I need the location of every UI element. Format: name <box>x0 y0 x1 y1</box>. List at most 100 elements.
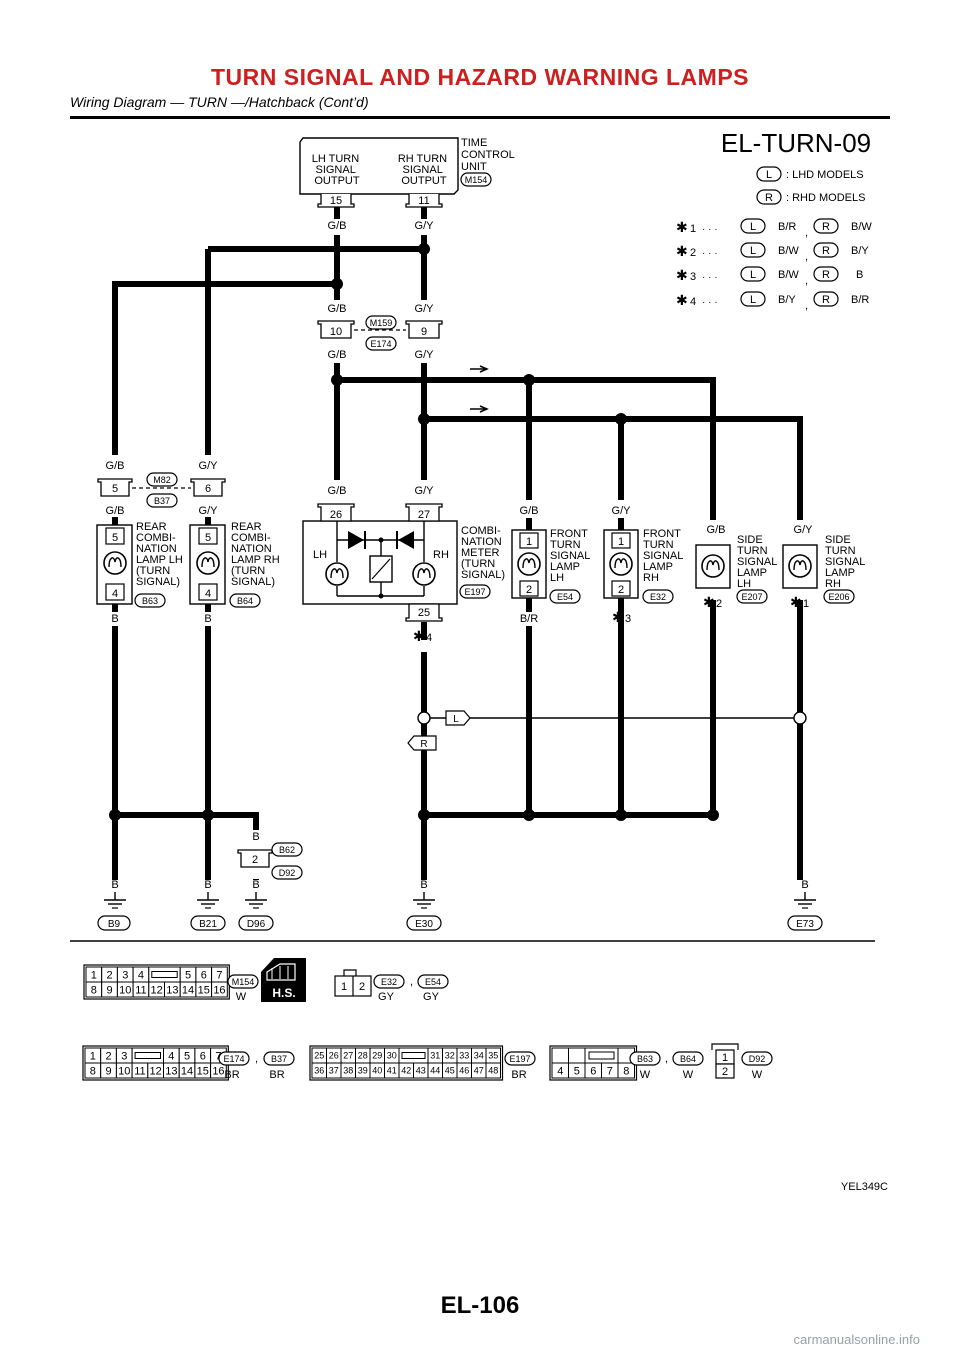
wire-label: B <box>420 879 427 891</box>
ground-label: E30 <box>415 919 433 930</box>
pin-label: 10 <box>330 326 342 338</box>
connector-color: BR <box>511 1069 526 1081</box>
arrow-right-icon <box>470 365 489 373</box>
diode-icon <box>398 531 414 549</box>
pin-label: 26 <box>329 1051 339 1061</box>
ground-label: B21 <box>199 919 217 930</box>
tag-lhd: L <box>453 714 459 725</box>
pin-label: 4 <box>168 1050 174 1062</box>
pin-label: 40 <box>372 1066 382 1076</box>
note-4: ✱ 4 · · · L B/Y , R B/R <box>676 291 869 312</box>
wire-label: G/B <box>106 460 125 472</box>
component-label: SIDE TURN SIGNAL LAMP RH <box>825 534 868 590</box>
star-icon: ✱ <box>676 292 688 308</box>
pin-label: 9 <box>421 326 427 338</box>
pin-label: 13 <box>165 1065 177 1077</box>
connector-color: W <box>640 1069 651 1081</box>
ground-label: B9 <box>108 919 121 930</box>
ground-b9: B9 <box>97 892 131 931</box>
diode-icon <box>348 531 364 549</box>
pin-label: 1 <box>618 536 624 548</box>
pin-label: 43 <box>416 1066 426 1076</box>
wire-label: G/Y <box>199 505 219 517</box>
component-label: FRONT TURN SIGNAL LAMP LH <box>550 528 593 584</box>
rear-combination-lamp-lh: 5 4 REAR COMBI- NATION LAMP LH (TURN SIG… <box>96 521 183 625</box>
note-rhd-tag: R <box>822 294 830 306</box>
pin-label: 6 <box>200 1050 206 1062</box>
pin-label: 36 <box>314 1066 324 1076</box>
wire-label: G/Y <box>415 349 435 361</box>
pin-label: 15 <box>198 984 210 996</box>
wire-label: G/Y <box>794 524 814 536</box>
pin-label: 4 <box>557 1065 563 1077</box>
connector-color: BR <box>269 1069 284 1081</box>
bulb-icon <box>103 551 127 575</box>
pin-label: 5 <box>574 1065 580 1077</box>
pin-label: 8 <box>623 1065 629 1077</box>
bulb-icon <box>412 562 436 586</box>
connector-tag: B64 <box>680 1054 696 1064</box>
connector-color: W <box>236 991 247 1003</box>
star-icon: ✱ <box>612 609 624 625</box>
pin-label: 16 <box>212 1065 224 1077</box>
connector-tag: M159 <box>370 318 393 328</box>
meter-rh-label: RH <box>433 549 449 561</box>
pin-label: 45 <box>445 1066 455 1076</box>
note-lhd-color: B/W <box>778 245 799 257</box>
pin-label: 15 <box>330 195 342 207</box>
tag-rhd: R <box>420 739 427 750</box>
note-lhd-tag: L <box>750 245 756 257</box>
pin-label: 4 <box>112 588 118 600</box>
pin-label: 10 <box>118 1065 130 1077</box>
component-label: FRONT TURN SIGNAL LAMP RH <box>643 528 686 584</box>
ground-e30: E30 <box>406 892 442 931</box>
star-icon: ✱ <box>676 243 688 259</box>
pin-label: 16 <box>213 984 225 996</box>
lhd-rhd-selector: L R <box>407 710 807 751</box>
note-2: ✱ 2 · · · L B/W , R B/Y <box>676 242 869 263</box>
note-rhd-color: B <box>856 269 863 281</box>
connector-tag: E197 <box>509 1054 530 1064</box>
note-lhd-tag: L <box>750 269 756 281</box>
pin-label: 11 <box>134 1065 145 1077</box>
ground-b21: B21 <box>190 892 226 931</box>
star-icon: ✱ <box>703 594 715 610</box>
pin-label: 7 <box>607 1065 613 1077</box>
pin-label: 1 <box>722 1052 728 1064</box>
pin-label: 12 <box>151 984 163 996</box>
note-rhd-tag: R <box>822 221 830 233</box>
pin-label: 31 <box>430 1051 440 1061</box>
legend-lhd: : LHD MODELS <box>786 169 864 181</box>
pin-label: 3 <box>121 1050 127 1062</box>
pin-label: 1 <box>90 1050 96 1062</box>
wire-label: B <box>801 879 808 891</box>
ground-e73: E73 <box>787 892 823 931</box>
diagram-code: EL-TURN-09 <box>721 128 871 158</box>
connector-tag: E32 <box>381 977 397 987</box>
wire-label: G/B <box>707 524 726 536</box>
note-dots: · · · <box>702 248 718 259</box>
connector-tag: B62 <box>279 845 295 855</box>
pin-label: 5 <box>112 532 118 544</box>
pin-label: 48 <box>488 1066 498 1076</box>
separator-comma: , <box>665 1053 668 1065</box>
pin-label: 25 <box>418 607 430 619</box>
pin-label: 2 <box>722 1066 728 1078</box>
pin-label: 46 <box>459 1066 469 1076</box>
connector-cell <box>211 981 228 998</box>
pin-label: 11 <box>418 195 429 207</box>
arrow-right-icon <box>470 405 489 413</box>
wire-label: G/B <box>328 303 347 315</box>
pin-label: 35 <box>488 1051 498 1061</box>
time-control-unit: LH TURN SIGNAL OUTPUT RH TURN SIGNAL OUT… <box>299 137 515 208</box>
pin-label: 7 <box>216 969 222 981</box>
wire-label: B <box>111 879 118 891</box>
pin-label: 5 <box>184 1050 190 1062</box>
pin-label: 15 <box>197 1065 209 1077</box>
pin-label: 8 <box>91 984 97 996</box>
pin-label: 8 <box>90 1065 96 1077</box>
pin-label: 5 <box>185 969 191 981</box>
connector-cell <box>568 1047 586 1064</box>
page-subtitle: Wiring Diagram — TURN —/Hatchback (Cont’… <box>70 94 369 110</box>
